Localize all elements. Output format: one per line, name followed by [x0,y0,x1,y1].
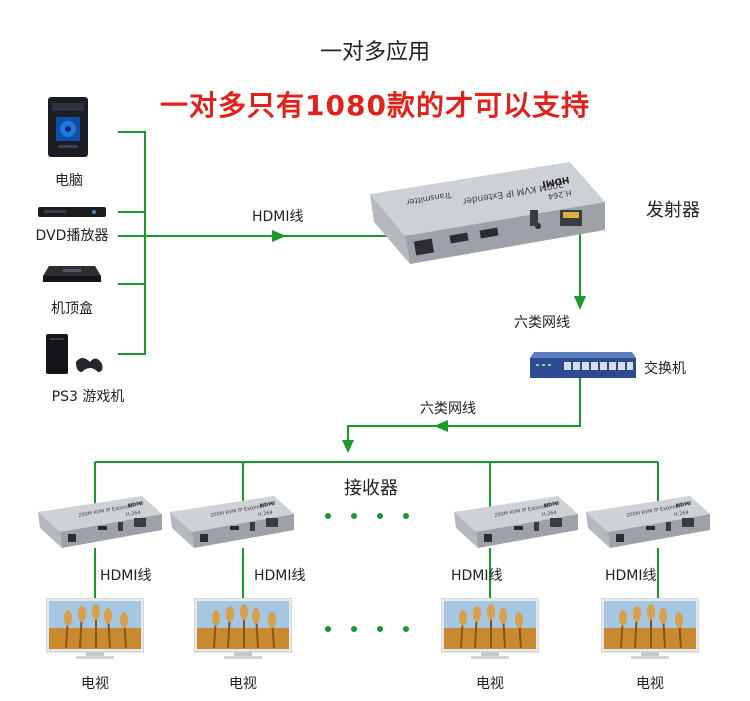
source-label-dvd: DVD播放器 [35,228,109,244]
receiver-device-1: 200M KVM IP Extender HDMI H.264 [38,494,162,550]
source-label-stb: 机顶盒 [51,301,93,317]
cat6-label-mid: 六类网线 [420,401,476,417]
hdmi-label-3: HDMI线 [451,568,503,584]
tv-label-1: 电视 [81,676,109,692]
network-switch-device [530,350,636,380]
hdmi-label-4: HDMI线 [605,568,657,584]
tv-label-3: 电视 [476,676,504,692]
dvd-player-icon [38,204,106,218]
tv-icon-3 [440,597,540,660]
tv-icon-2 [193,597,293,660]
ellipsis-dot [403,513,409,519]
page-title: 一对多应用 [319,40,430,65]
tv-icon-1 [45,597,145,660]
cat6-arrow-down [574,296,586,310]
ellipsis-dot [325,626,331,632]
receiver-device-4: 200M KVM IP Extender HDMI H.264 [586,494,710,550]
transmitter-device: 200M KVM IP Extender Transmitter HDMI H.… [370,152,610,270]
tv-label-2: 电视 [229,676,257,692]
ellipsis-dot [325,513,331,519]
ellipsis-dot [351,626,357,632]
switch-label: 交换机 [644,361,686,377]
hdmi-cable-label: HDMI线 [252,209,304,225]
source-label-pc: 电脑 [55,173,83,189]
receiver-device-2: 200M KVM IP Extender HDMI H.264 [170,494,294,550]
ellipsis-dot [351,513,357,519]
hdmi-label-1: HDMI线 [100,568,152,584]
source-label-ps3: PS3 游戏机 [51,389,125,405]
pc-tower-icon [44,95,94,159]
cat6-arrow-left [434,420,448,432]
set-top-box-icon [43,262,101,284]
ellipsis-dot [377,626,383,632]
tv-label-4: 电视 [636,676,664,692]
transmitter-label: 发射器 [646,200,700,221]
hdmi-label-2: HDMI线 [254,568,306,584]
receiver-group-label: 接收器 [344,478,398,499]
hdmi-arrow [272,230,286,242]
receiver-device-3: 200M KVM IP Extender HDMI H.264 [454,494,578,550]
tv-icon-4 [600,597,700,660]
game-console-icon [42,332,104,376]
ellipsis-dot [377,513,383,519]
cat6-label-top: 六类网线 [514,315,570,331]
page-subtitle: 一对多只有1080款的才可以支持 [160,89,590,122]
receiver-arrow-down [342,440,354,453]
ellipsis-dot [403,626,409,632]
